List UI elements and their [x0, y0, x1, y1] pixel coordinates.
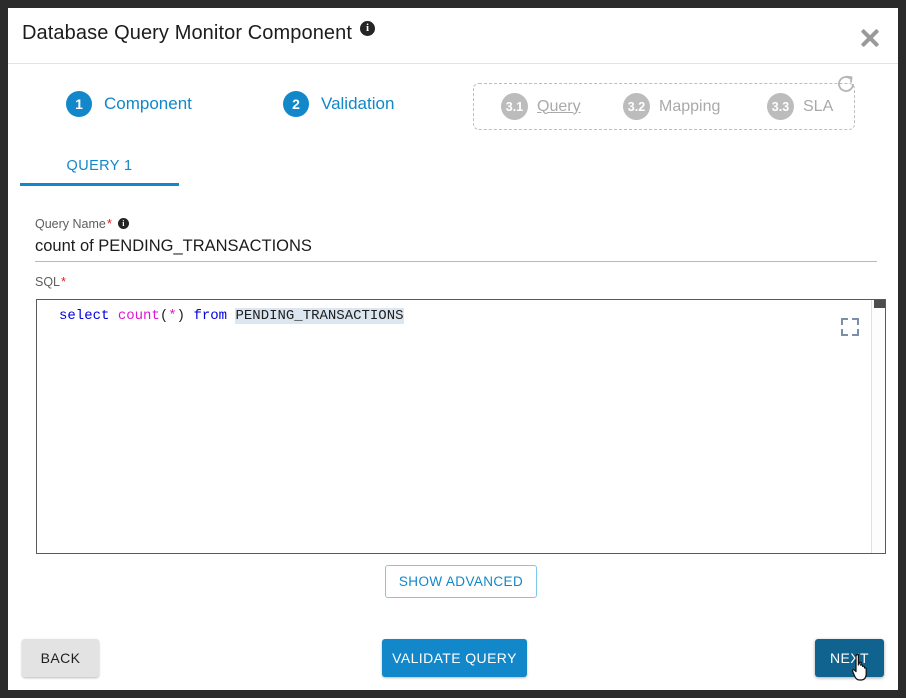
- mouse-cursor: [851, 653, 873, 683]
- scrollbar-thumb[interactable]: [874, 300, 885, 308]
- step-number: 1: [66, 91, 92, 117]
- substep-label: Mapping: [659, 98, 720, 116]
- substep-number: 3.3: [767, 93, 794, 120]
- sql-label-text: SQL: [35, 275, 60, 289]
- validate-query-button[interactable]: VALIDATE QUERY: [382, 639, 527, 677]
- query-name-label: Query Name*: [35, 216, 877, 231]
- sql-code-line[interactable]: select count(*) from PENDING_TRANSACTION…: [59, 306, 404, 326]
- wizard-stepper: 1 Component 2 Validation 3.1 Query 3.2 M…: [8, 64, 898, 142]
- substep-sla[interactable]: 3.3 SLA: [767, 93, 833, 120]
- sql-code-editor[interactable]: select count(*) from PENDING_TRANSACTION…: [36, 299, 886, 554]
- close-icon[interactable]: [856, 24, 884, 52]
- substep-label: Query: [537, 98, 581, 116]
- page-title: Database Query Monitor Component: [22, 21, 375, 45]
- dialog-title-text: Database Query Monitor Component: [22, 22, 352, 44]
- substep-number: 3.1: [501, 93, 528, 120]
- substep-group: 3.1 Query 3.2 Mapping 3.3 SLA: [473, 83, 855, 130]
- query-name-field-group: Query Name*: [35, 216, 877, 262]
- dialog-titlebar: Database Query Monitor Component: [8, 8, 898, 64]
- query-name-label-text: Query Name: [35, 217, 106, 231]
- fullscreen-icon[interactable]: [841, 318, 859, 336]
- query-tabbar: QUERY 1: [20, 148, 886, 186]
- substep-number: 3.2: [623, 93, 650, 120]
- required-marker: *: [107, 216, 112, 231]
- substep-mapping[interactable]: 3.2 Mapping: [623, 93, 720, 120]
- refresh-icon[interactable]: [835, 73, 857, 95]
- required-marker: *: [61, 274, 66, 289]
- scrollbar-vertical[interactable]: [871, 300, 885, 553]
- show-advanced-button[interactable]: SHOW ADVANCED: [385, 565, 537, 598]
- info-icon[interactable]: [118, 218, 129, 229]
- step-number: 2: [283, 91, 309, 117]
- step-label: Validation: [321, 94, 394, 114]
- dialog-window: Database Query Monitor Component 1 Compo…: [8, 8, 898, 690]
- query-name-input[interactable]: [35, 234, 877, 262]
- step-label: Component: [104, 94, 192, 114]
- substep-query[interactable]: 3.1 Query: [501, 93, 581, 120]
- info-icon[interactable]: [360, 21, 375, 36]
- step-component[interactable]: 1 Component: [66, 91, 192, 117]
- sql-label: SQL*: [35, 274, 66, 289]
- substep-label: SLA: [803, 98, 833, 116]
- back-button[interactable]: BACK: [22, 639, 99, 677]
- step-validation[interactable]: 2 Validation: [283, 91, 394, 117]
- next-button[interactable]: NEXT: [815, 639, 884, 677]
- tab-query-1[interactable]: QUERY 1: [20, 148, 179, 186]
